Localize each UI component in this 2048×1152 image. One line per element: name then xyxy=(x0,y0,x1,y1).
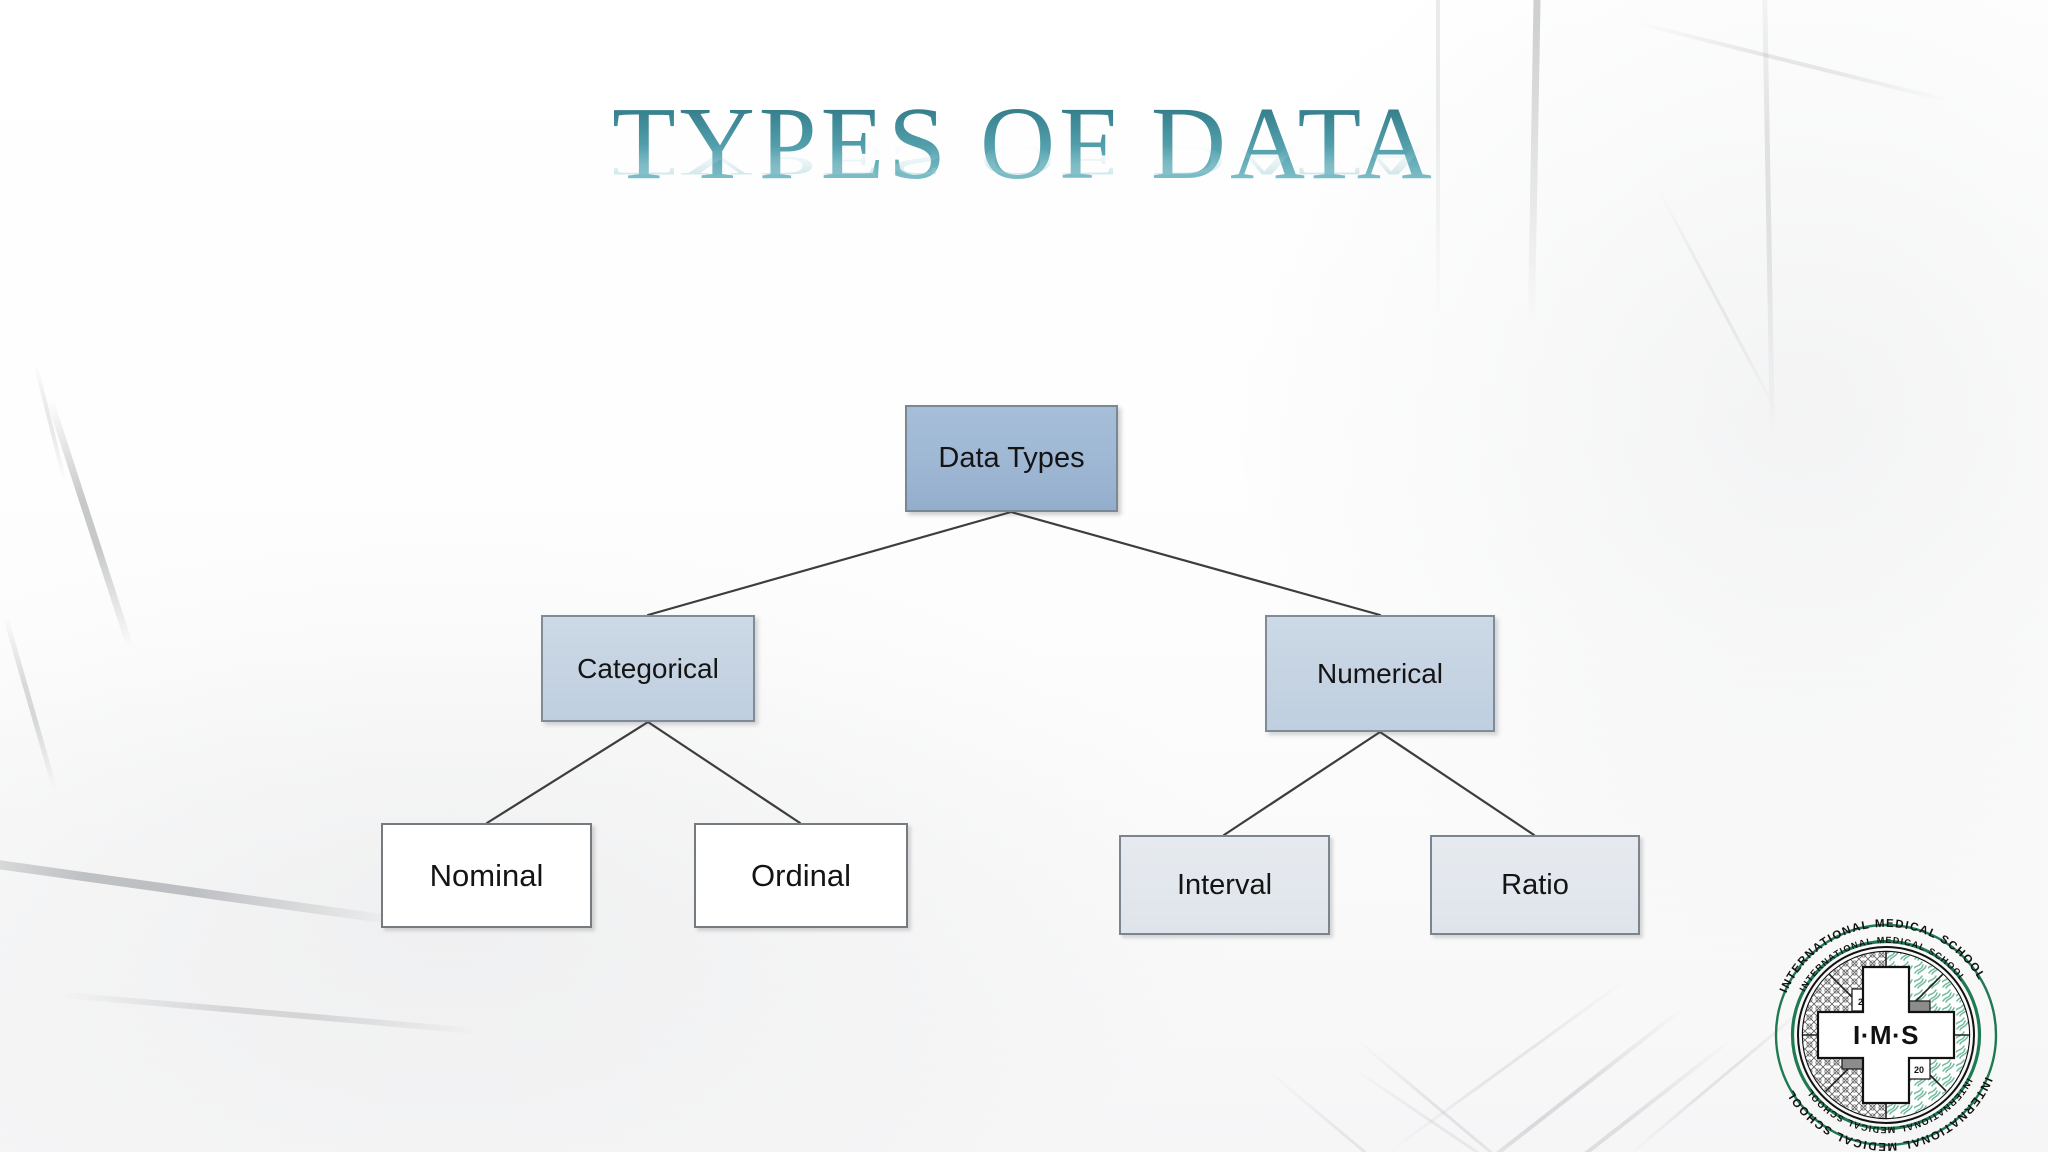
logo-inner-ring-2 xyxy=(1801,950,1971,1120)
edge-root-numerical xyxy=(1009,510,1382,617)
edge-numerical-ratio xyxy=(1378,730,1536,837)
node-ordinal-label: Ordinal xyxy=(751,857,851,893)
node-nominal-label: Nominal xyxy=(429,857,544,893)
node-interval-label: Interval xyxy=(1176,868,1273,901)
node-numerical-label: Numerical xyxy=(1316,657,1444,689)
logo-cross-icon xyxy=(1816,965,1956,1105)
edge-categorical-nominal xyxy=(485,720,650,825)
edge-numerical-interval xyxy=(1222,730,1382,837)
node-data-types[interactable]: Data Types xyxy=(905,405,1118,512)
logo-outer-ring xyxy=(1774,923,1998,1147)
node-nominal[interactable]: Nominal xyxy=(381,823,592,928)
node-ratio-label: Ratio xyxy=(1501,868,1569,901)
edge-categorical-ordinal xyxy=(646,720,802,825)
node-interval[interactable]: Interval xyxy=(1119,835,1330,935)
logo-center-text: I·M·S xyxy=(1853,1020,1919,1050)
node-categorical-label: Categorical xyxy=(577,652,719,684)
node-numerical[interactable]: Numerical xyxy=(1265,615,1495,732)
logo-mid-ring xyxy=(1790,939,1982,1131)
node-ratio[interactable]: Ratio xyxy=(1430,835,1640,935)
node-data-types-label: Data Types xyxy=(938,442,1085,474)
node-categorical[interactable]: Categorical xyxy=(541,615,755,722)
edge-root-categorical xyxy=(646,510,1013,617)
logo-inner-ring xyxy=(1797,946,1975,1124)
node-ordinal[interactable]: Ordinal xyxy=(694,823,908,928)
svg-text:20: 20 xyxy=(1914,1065,1924,1075)
ims-logo-seal: INTERNATIONAL MEDICAL SCHOOL INTERNATION… xyxy=(1774,918,1998,1152)
ims-logo: INTERNATIONAL MEDICAL SCHOOL INTERNATION… xyxy=(1760,905,2012,1152)
